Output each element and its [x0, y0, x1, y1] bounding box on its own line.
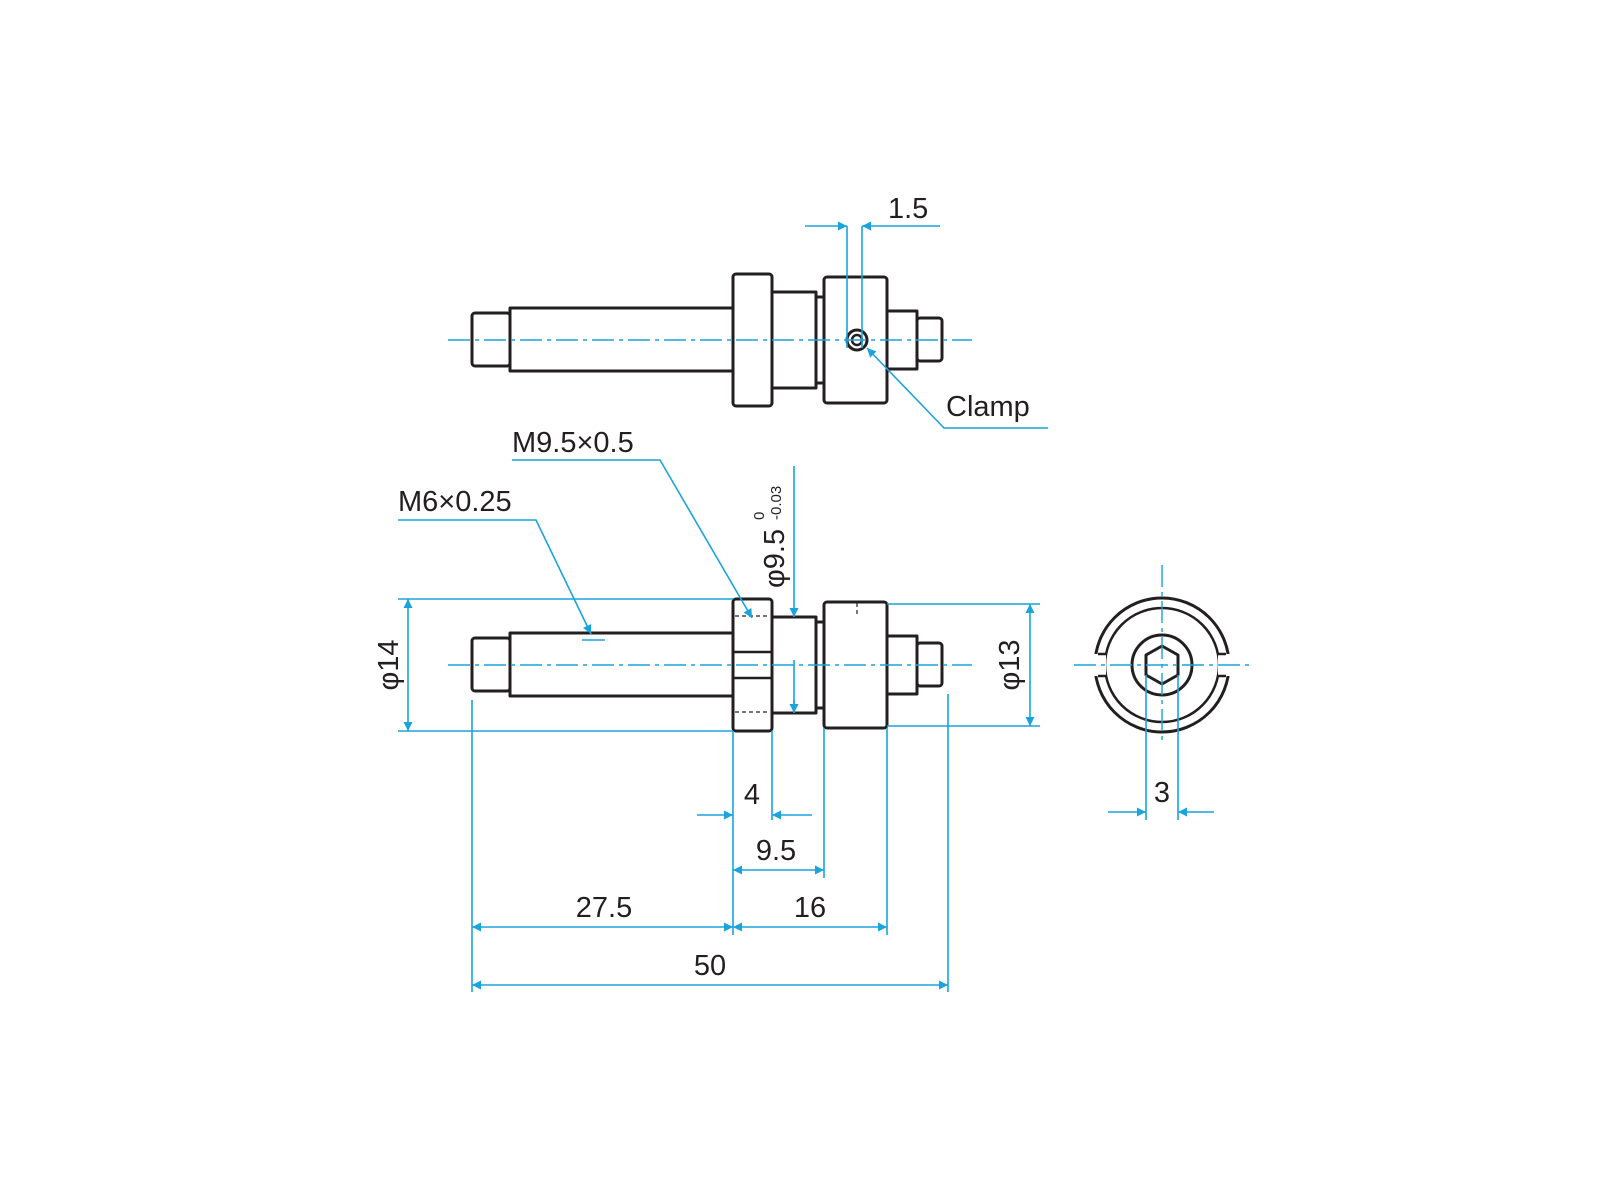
- svg-text:φ9.5: φ9.5: [759, 529, 791, 588]
- svg-text:0: 0: [751, 512, 768, 520]
- clamp-label: Clamp: [946, 391, 1030, 423]
- thread-small-label: M6×0.25: [398, 486, 512, 518]
- svg-text:-0.03: -0.03: [768, 486, 785, 520]
- dia-clamp-label: φ13: [994, 639, 1026, 690]
- dia-flange-label: φ14: [373, 639, 405, 690]
- len-right-label: 16: [794, 892, 826, 924]
- len-neck-label: 9.5: [756, 835, 796, 867]
- hex-size-label: 3: [1154, 777, 1170, 809]
- len-flange-label: 4: [744, 779, 760, 811]
- side-view: φ14 φ13 φ9.5 0 -0.03 M9.5×0.5 M6×0.25: [373, 427, 1040, 992]
- len-shaft-label: 27.5: [576, 892, 632, 924]
- end-view: 3: [1074, 565, 1252, 820]
- thread-large-label: M9.5×0.5: [512, 427, 634, 459]
- top-offset-label: 1.5: [888, 193, 928, 225]
- top-view: 1.5 Clamp: [448, 193, 1048, 429]
- len-total-label: 50: [694, 950, 726, 982]
- dia-body-label: φ9.5 0 -0.03: [751, 486, 791, 588]
